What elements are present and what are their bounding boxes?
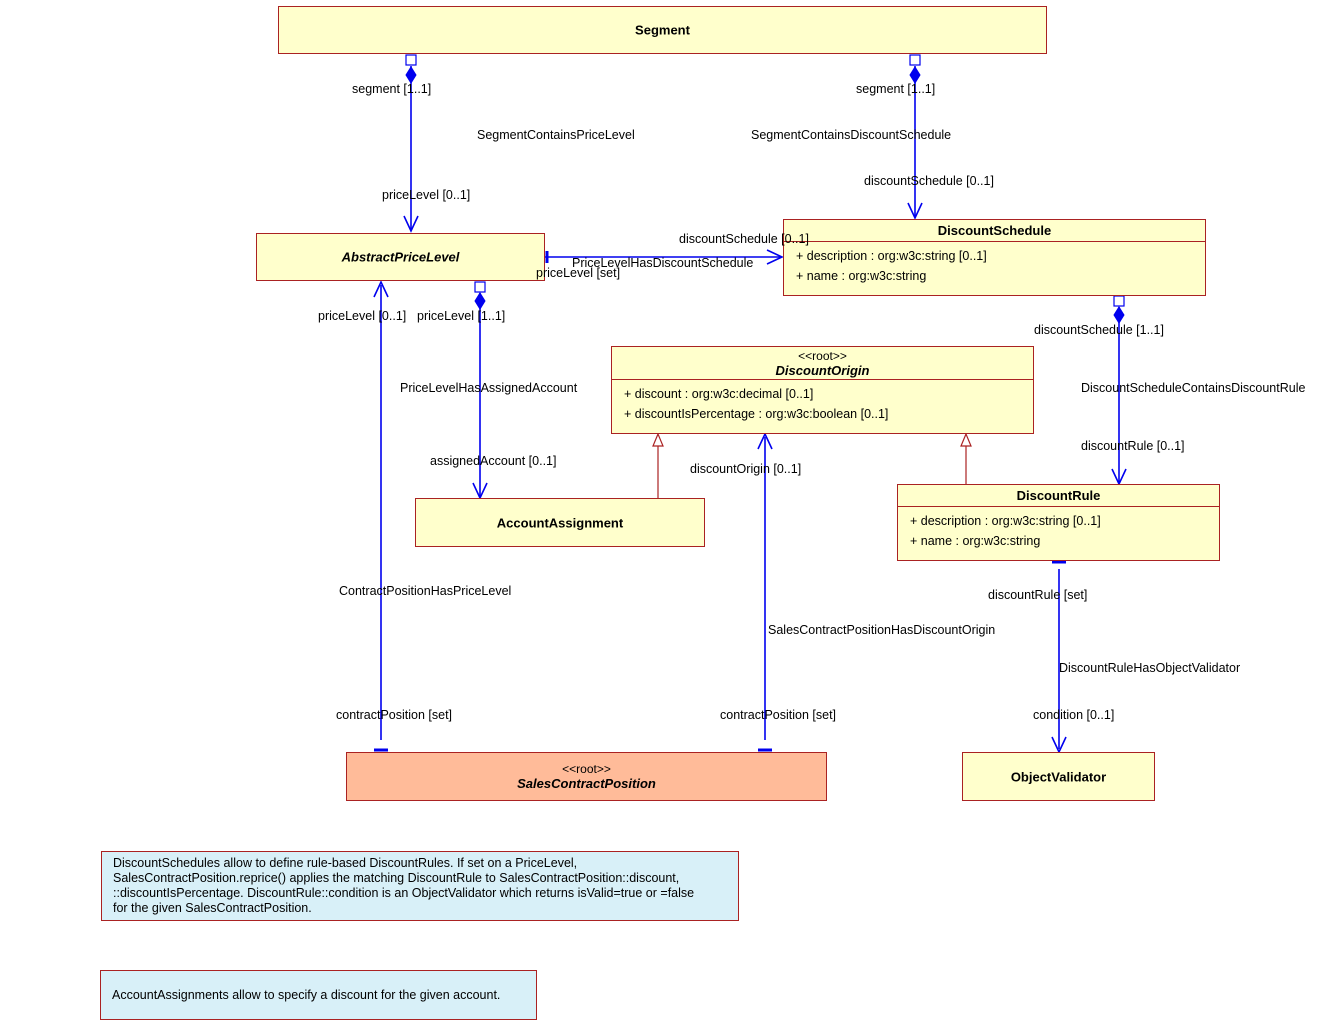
class-name: AccountAssignment — [496, 515, 624, 530]
association-name: DiscountScheduleContainsDiscountRule — [1081, 381, 1306, 395]
role-label-price-level: priceLevel [set] — [536, 266, 621, 280]
role-label-discount-rule: discountRule [set] — [988, 588, 1088, 602]
attribute: + name : org:w3c:string — [796, 269, 927, 283]
role-label-assigned-account: assignedAccount [0..1] — [430, 454, 557, 468]
attribute-list: + description : org:w3c:string [0..1] + … — [898, 506, 1219, 551]
association-name: SegmentContainsPriceLevel — [477, 128, 635, 142]
note-line: SalesContractPosition.reprice() applies … — [113, 871, 680, 885]
role-label-price-level: priceLevel [0..1] — [318, 309, 407, 323]
role-label-contract-position: contractPosition [set] — [336, 708, 453, 722]
class-abstract-price-level[interactable]: AbstractPriceLevel — [256, 233, 545, 281]
association-name: SegmentContainsDiscountSchedule — [751, 128, 952, 142]
association-name: ContractPositionHasPriceLevel — [339, 584, 512, 598]
attribute-list: + description : org:w3c:string [0..1] + … — [784, 241, 1205, 286]
role-label-discount-schedule: discountSchedule [0..1] — [864, 174, 994, 188]
association-name: SalesContractPositionHasDiscountOrigin — [768, 623, 996, 637]
class-name: ObjectValidator — [1010, 769, 1107, 784]
role-label-discount-schedule: discountSchedule [1..1] — [1034, 323, 1164, 337]
class-name: AbstractPriceLevel — [341, 249, 460, 265]
class-object-validator[interactable]: ObjectValidator — [962, 752, 1155, 801]
role-label-discount-origin: discountOrigin [0..1] — [690, 462, 802, 476]
association-name: PriceLevelHasAssignedAccount — [400, 381, 578, 395]
role-label-discount-schedule: discountSchedule [0..1] — [679, 232, 809, 246]
class-header: <<root>> SalesContractPosition — [347, 761, 826, 791]
attribute: + description : org:w3c:string [0..1] — [796, 249, 987, 263]
note-line: DiscountSchedules allow to define rule-b… — [113, 856, 578, 870]
role-label-segment: segment [1..1] — [352, 82, 432, 96]
class-sales-contract-position[interactable]: <<root>> SalesContractPosition — [346, 752, 827, 801]
role-label-contract-position: contractPosition [set] — [720, 708, 837, 722]
attribute: + discount : org:w3c:decimal [0..1] — [624, 387, 814, 401]
role-label-price-level: priceLevel [0..1] — [382, 188, 471, 202]
note-line: for the given SalesContractPosition. — [113, 901, 312, 915]
class-name: DiscountRule — [1016, 488, 1101, 503]
class-name: SalesContractPosition — [517, 775, 656, 791]
class-discount-rule[interactable]: DiscountRule + description : org:w3c:str… — [897, 484, 1220, 561]
stereotype: <<root>> — [562, 761, 611, 776]
note-text: AccountAssignments allow to specify a di… — [112, 987, 501, 1002]
class-segment[interactable]: Segment — [278, 6, 1047, 54]
class-discount-origin[interactable]: <<root>> DiscountOrigin + discount : org… — [611, 346, 1034, 434]
class-name: DiscountSchedule — [937, 223, 1052, 238]
attribute: + discountIsPercentage : org:w3c:boolean… — [624, 407, 889, 421]
note-account-assignments: AccountAssignments allow to specify a di… — [100, 970, 537, 1020]
class-name: Segment — [635, 22, 690, 38]
role-label-segment: segment [1..1] — [856, 82, 936, 96]
note-line: ::discountIsPercentage. DiscountRule::co… — [113, 886, 695, 900]
role-label-discount-rule: discountRule [0..1] — [1081, 439, 1185, 453]
class-account-assignment[interactable]: AccountAssignment — [415, 498, 705, 547]
role-label-condition: condition [0..1] — [1033, 708, 1115, 722]
class-header: <<root>> DiscountOrigin — [612, 347, 1033, 379]
role-label-price-level: priceLevel [1..1] — [417, 309, 506, 323]
attribute: + description : org:w3c:string [0..1] — [910, 514, 1101, 528]
note-discount-schedules: DiscountSchedules allow to define rule-b… — [101, 851, 739, 921]
association-name: DiscountRuleHasObjectValidator — [1059, 661, 1241, 675]
class-name: DiscountOrigin — [775, 363, 870, 378]
attribute-list: + discount : org:w3c:decimal [0..1] + di… — [612, 379, 1033, 424]
association-name: PriceLevelHasDiscountSchedule — [572, 256, 754, 270]
class-discount-schedule[interactable]: DiscountSchedule + description : org:w3c… — [783, 219, 1206, 296]
attribute: + name : org:w3c:string — [910, 534, 1041, 548]
stereotype: <<root>> — [798, 349, 847, 363]
